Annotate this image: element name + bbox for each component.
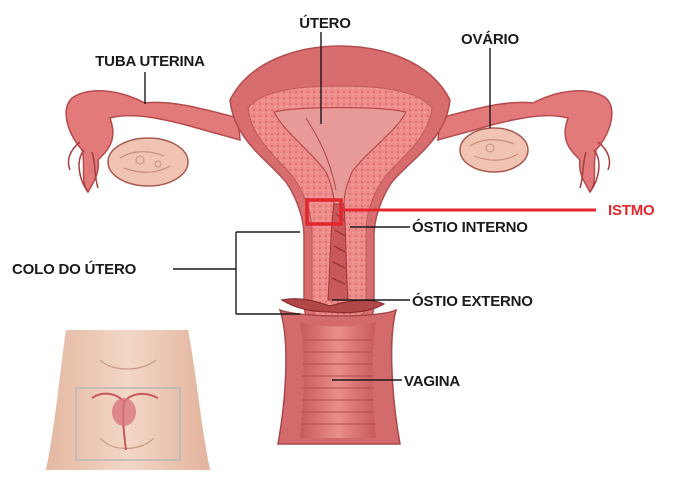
label-tuba-uterina: TUBA UTERINA	[95, 53, 205, 70]
label-ovario: OVÁRIO	[461, 31, 520, 48]
label-colo-do-utero: COLO DO ÚTERO	[12, 260, 137, 278]
label-ostio-externo: ÓSTIO EXTERNO	[412, 292, 533, 310]
vagina	[278, 310, 400, 444]
ovary-right	[460, 128, 528, 172]
inset-thumbnail	[46, 330, 210, 470]
label-istmo: ISTMO	[608, 202, 655, 219]
label-ostio-interno: ÓSTIO INTERNO	[412, 218, 528, 236]
label-utero: ÚTERO	[299, 14, 351, 32]
label-vagina: VAGINA	[404, 373, 460, 390]
uterus	[230, 46, 450, 326]
ovary-left	[108, 138, 188, 186]
